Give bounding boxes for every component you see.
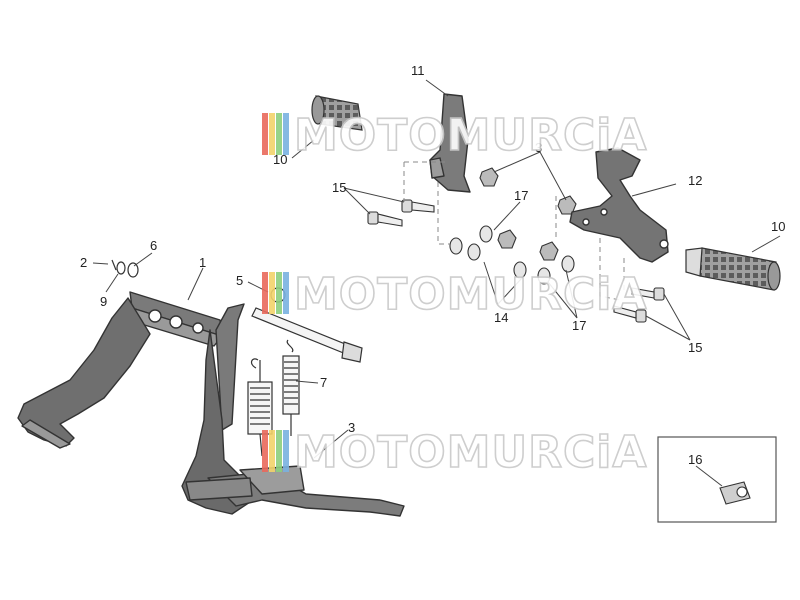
callout-3a: 3 — [535, 140, 542, 155]
watermark-text: MOTOMURCiA — [294, 427, 647, 478]
watermark-text: MOTOMURCiA — [294, 110, 647, 161]
watermark-top: MOTOMURCiA — [262, 109, 647, 162]
assembly-lines — [403, 161, 625, 301]
washers-pin — [111, 259, 139, 278]
left-footpeg — [311, 95, 363, 131]
callout-16: 16 — [688, 452, 702, 467]
callout-2: 2 — [80, 255, 87, 270]
bolts-right — [613, 287, 665, 323]
callout-9: 9 — [100, 294, 107, 309]
springs — [247, 339, 300, 457]
left-bracket — [429, 93, 471, 193]
callout-7: 7 — [320, 375, 327, 390]
right-footpeg — [685, 247, 781, 291]
callout-5: 5 — [236, 273, 243, 288]
callout-1: 1 — [199, 255, 206, 270]
watermark-middle: MOTOMURCiA — [262, 268, 647, 321]
callout-10b: 10 — [771, 219, 785, 234]
callout-10a: 10 — [273, 152, 287, 167]
callout-17b: 17 — [572, 318, 586, 333]
callout-3b: 3 — [348, 420, 355, 435]
callout-12: 12 — [688, 173, 702, 188]
callout-15a: 15 — [332, 180, 346, 195]
centre-stand — [17, 291, 405, 517]
bolts-left — [367, 199, 435, 227]
callout-11: 11 — [411, 63, 425, 78]
callout-6: 6 — [150, 238, 157, 253]
watermark-bottom: MOTOMURCiA — [262, 426, 647, 479]
watermark-text: MOTOMURCiA — [294, 269, 647, 320]
part16-box — [657, 436, 777, 523]
right-bracket — [569, 147, 669, 263]
callout-15b: 15 — [688, 340, 702, 355]
leader-lines — [92, 79, 781, 487]
callout-17a: 17 — [514, 188, 528, 203]
callout-14: 14 — [494, 310, 508, 325]
nuts-washers — [449, 167, 577, 285]
callouts: 1 2 3 3 5 6 7 9 10 10 11 12 14 15 15 16 … — [80, 63, 785, 467]
